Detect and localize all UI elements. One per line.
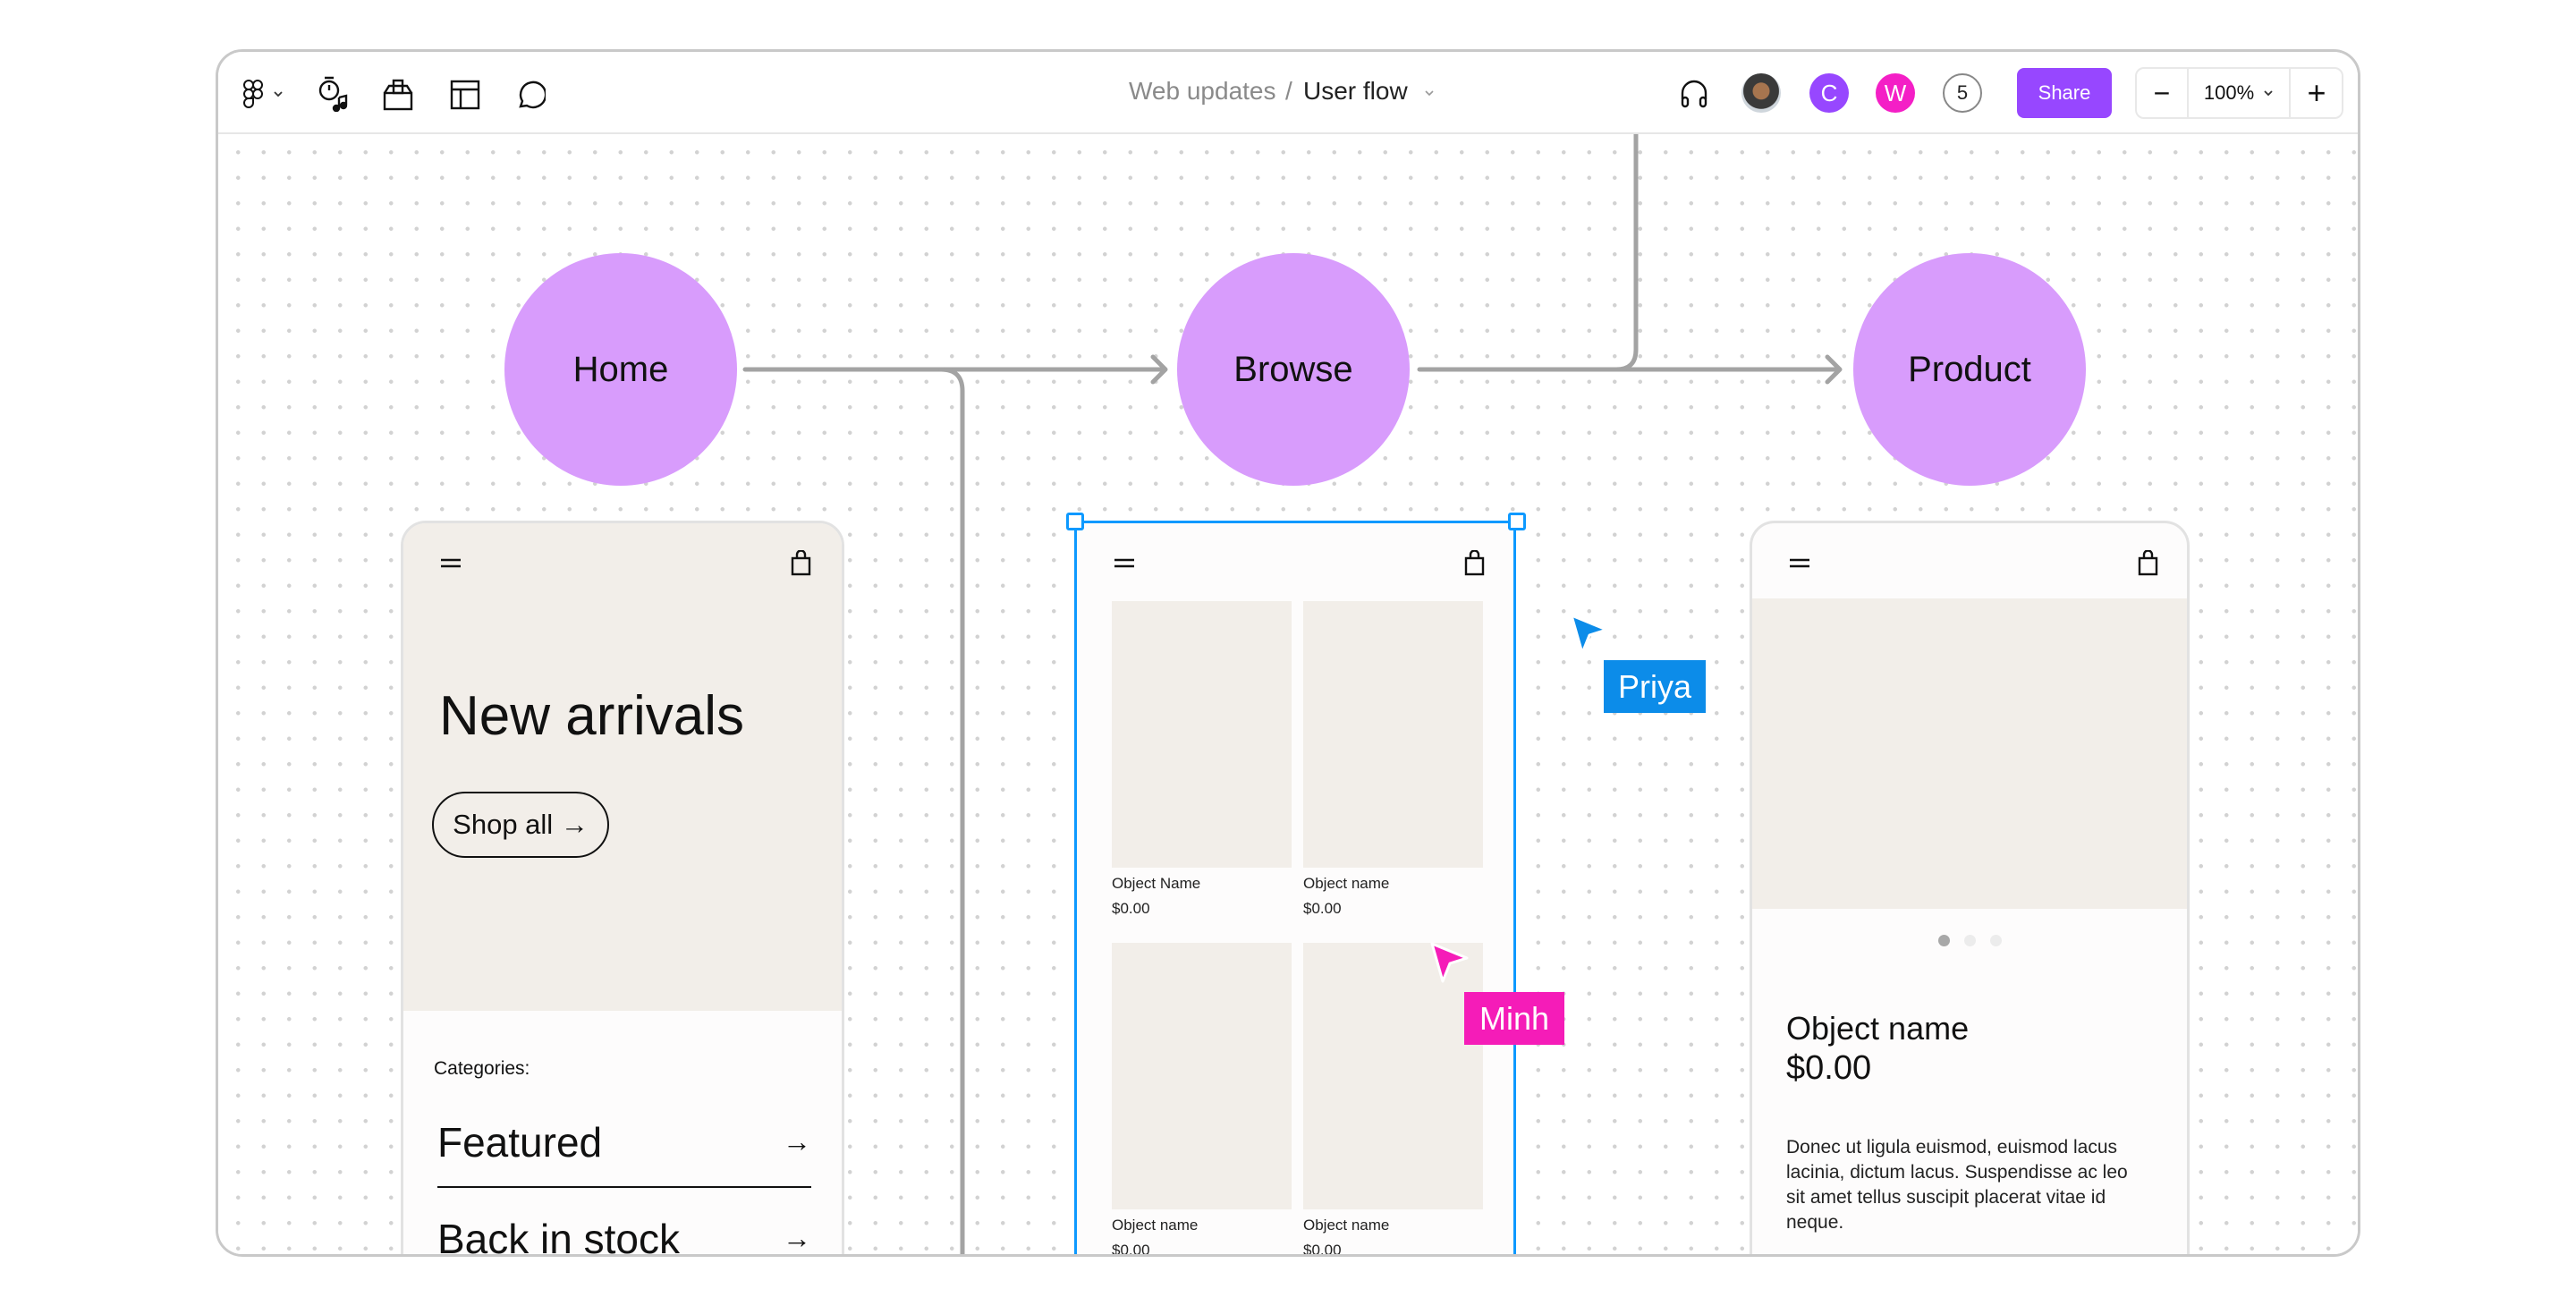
product-tile-name: Object name [1112, 1217, 1199, 1234]
product-screen-frame[interactable]: Object name $0.00 Donec ut ligula euismo… [1750, 521, 2190, 1254]
connector-home-branch-down [938, 367, 965, 1254]
product-tile-price: $0.00 [1303, 900, 1342, 917]
product-tile-image[interactable] [1303, 601, 1483, 868]
menu-icon[interactable] [1788, 556, 1813, 571]
home-screen-frame[interactable]: New arrivals Shop all → Categories: Feat… [401, 521, 844, 1257]
product-tile-image[interactable] [1303, 943, 1483, 1209]
breadcrumb-separator: / [1285, 77, 1292, 105]
arrow-right-icon: → [783, 1222, 811, 1254]
chevron-down-icon[interactable] [270, 86, 286, 102]
hero-title: New arrivals [439, 685, 745, 747]
cursor-minh-icon [1430, 942, 1469, 983]
product-tile-price: $0.00 [1303, 1242, 1342, 1257]
product-tile-price: $0.00 [1112, 1242, 1150, 1257]
zoom-in-button[interactable]: + [2307, 74, 2326, 111]
category-label: Back in stock [437, 1216, 680, 1257]
product-tile-name: Object Name [1112, 875, 1201, 892]
flow-node-home[interactable]: Home [504, 253, 737, 486]
cursor-priya-icon [1570, 614, 1608, 655]
browse-screen-frame[interactable]: Object Name $0.00 Object name $0.00 Obje… [1074, 521, 1516, 1257]
timer-music-icon[interactable] [315, 75, 351, 113]
home-hero [403, 523, 842, 1011]
arrowhead-product [1825, 354, 1843, 385]
cursor-label-priya: Priya [1604, 660, 1706, 713]
bag-icon[interactable] [790, 550, 813, 577]
product-price: $0.00 [1786, 1049, 1872, 1087]
menu-icon[interactable] [1113, 556, 1138, 571]
flow-node-product[interactable]: Product [1853, 253, 2086, 486]
product-tile-price: $0.00 [1112, 900, 1150, 917]
flow-node-browse[interactable]: Browse [1177, 253, 1410, 486]
file-chevron-down-icon[interactable] [1422, 86, 1436, 100]
carousel-dot[interactable] [1989, 935, 2002, 946]
product-tile-name: Object name [1303, 875, 1390, 892]
product-tile-image[interactable] [1112, 601, 1292, 868]
flow-connectors [742, 134, 1843, 1254]
comment-icon[interactable] [513, 78, 547, 112]
product-name: Object name [1786, 1010, 1970, 1047]
zoom-level: 100% [2203, 81, 2255, 104]
category-back-in-stock[interactable]: Back in stock → [437, 1215, 811, 1257]
resize-handle-top-left[interactable] [1066, 513, 1084, 530]
menu-icon[interactable] [439, 556, 464, 571]
avatar-photo[interactable] [1741, 73, 1781, 113]
toolbar: Web updates / User flow C W 5 Share − 10… [218, 52, 2358, 134]
category-label: Featured [437, 1119, 603, 1166]
more-collaborators-count[interactable]: 5 [1943, 73, 1982, 113]
connector-from-top [1614, 134, 1639, 372]
category-featured[interactable]: Featured → [437, 1118, 811, 1188]
product-description: Donec ut ligula euismod, euismod lacus l… [1786, 1137, 2128, 1233]
carousel-dots [1752, 935, 2187, 946]
app-window: Web updates / User flow C W 5 Share − 10… [216, 49, 2360, 1257]
breadcrumb-project[interactable]: Web updates [1129, 77, 1276, 105]
cursor-label-minh: Minh [1464, 992, 1564, 1045]
zoom-out-button[interactable]: − [2137, 69, 2189, 117]
product-tile-name: Object name [1303, 1217, 1390, 1234]
categories-label: Categories: [434, 1058, 530, 1079]
bag-icon[interactable] [2137, 550, 2160, 577]
share-button[interactable]: Share [2017, 68, 2112, 118]
arrowhead-browse [1150, 354, 1168, 385]
breadcrumb-file[interactable]: User flow [1303, 77, 1408, 105]
zoom-chevron-icon [2264, 90, 2273, 97]
bag-icon[interactable] [1463, 550, 1487, 577]
product-tile-image[interactable] [1112, 943, 1292, 1209]
product-image [1752, 598, 2187, 909]
figma-menu-icon[interactable] [240, 79, 267, 109]
zoom-level-dropdown[interactable]: 100% [2189, 69, 2291, 117]
avatar-c[interactable]: C [1809, 73, 1849, 113]
resize-handle-top-right[interactable] [1508, 513, 1526, 530]
shop-all-button[interactable]: Shop all → [432, 792, 609, 858]
carousel-dot-active[interactable] [1937, 935, 1950, 946]
canvas[interactable]: Home Browse Product New arrivals Shop al… [218, 134, 2358, 1254]
avatar-w[interactable]: W [1876, 73, 1915, 113]
headphones-icon[interactable] [1676, 75, 1712, 111]
carousel-dot[interactable] [1963, 935, 1976, 946]
widgets-icon[interactable] [380, 77, 416, 113]
layout-icon[interactable] [448, 78, 482, 112]
zoom-controls: − 100% + [2135, 67, 2343, 119]
arrow-right-icon: → [783, 1125, 811, 1158]
